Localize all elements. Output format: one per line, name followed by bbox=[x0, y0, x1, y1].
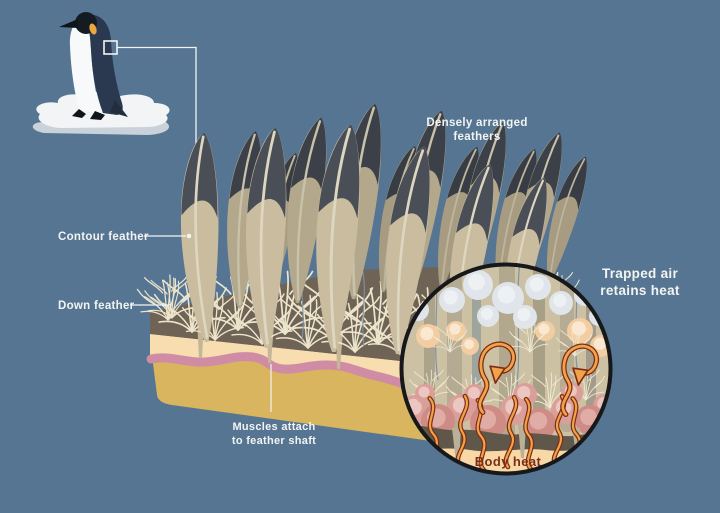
densely-arranged-label-line2: feathers bbox=[453, 131, 500, 143]
inset-border bbox=[399, 262, 613, 476]
penguin-belly bbox=[69, 15, 101, 113]
trapped-air-label: Trapped air retains heat bbox=[600, 266, 680, 298]
muscles-label-line1: Muscles attach bbox=[232, 421, 315, 433]
contour-feather-label: Contour feather bbox=[58, 231, 149, 243]
inset-content: Body heat bbox=[403, 266, 609, 472]
trapped-air-label-line2: retains heat bbox=[600, 283, 680, 298]
penguin-foot-left bbox=[72, 109, 86, 118]
epidermis-layer bbox=[150, 334, 432, 392]
down-feather-label: Down feather bbox=[58, 300, 135, 312]
penguin-beak bbox=[59, 19, 78, 28]
muscle-layer bbox=[146, 352, 438, 400]
penguin-back bbox=[85, 14, 123, 115]
body-heat-label: Body heat bbox=[475, 454, 542, 469]
zoom-callout-line bbox=[117, 46, 197, 166]
penguin-cheek-patch bbox=[89, 23, 97, 35]
magnified-inset: Body heat bbox=[399, 262, 613, 476]
penguin-foot-right bbox=[90, 111, 105, 120]
trapped-air-label-line1: Trapped air bbox=[602, 266, 679, 281]
labels: Contour feather Down feather Densely arr… bbox=[58, 117, 527, 447]
densely-arranged-label-line1: Densely arranged bbox=[426, 117, 527, 129]
muscles-label-line2: to feather shaft bbox=[232, 435, 316, 447]
contour-feather-leader-dot bbox=[186, 233, 192, 239]
penguin-illustration bbox=[32, 12, 197, 166]
penguin-tail bbox=[110, 100, 128, 117]
penguin bbox=[59, 12, 128, 120]
